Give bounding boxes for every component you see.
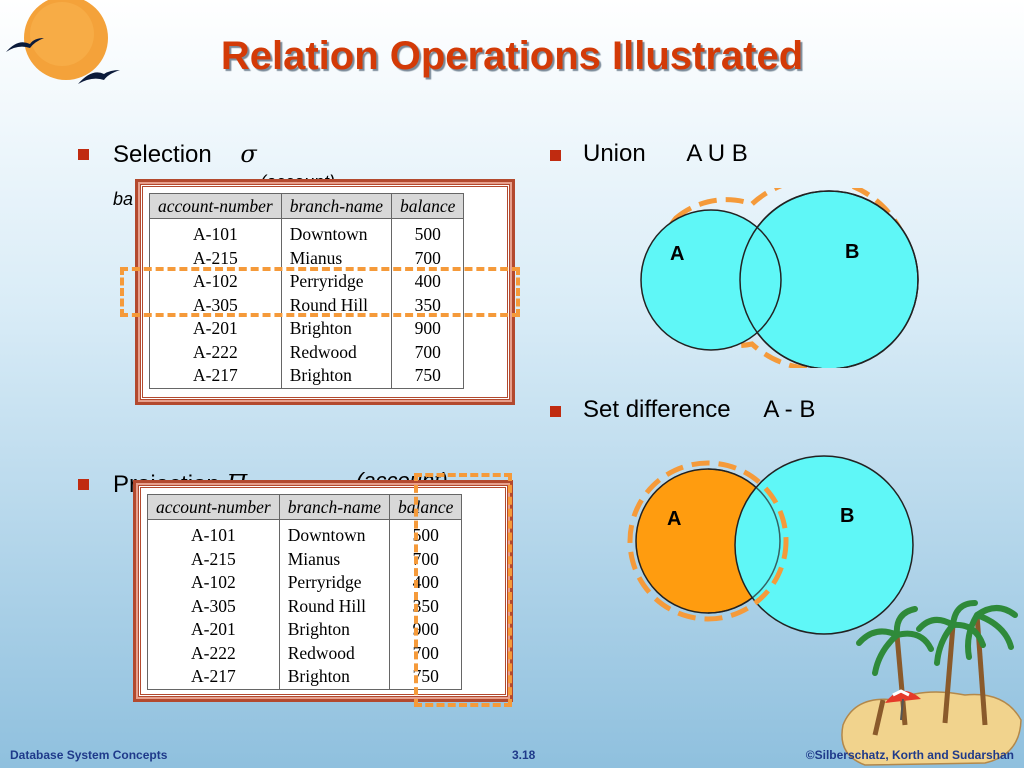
union-expr: A U B [686,140,748,167]
union-diagram [640,188,919,368]
table-cell: 500 [391,218,465,247]
selection-highlight [120,267,520,317]
selection-subscript: ba [113,189,134,209]
table-cell: 750 [389,665,463,690]
difference-label: Set difference [583,396,731,423]
table-cell: A-222 [147,641,280,665]
table-cell: A-201 [147,618,280,642]
palm-island-icon [841,600,1022,766]
table-cell: A-217 [147,665,280,690]
table-cell: 350 [391,293,465,317]
table-cell: Mianus [279,547,391,571]
table-cell: Round Hill [281,293,393,317]
difference-circle-b [734,455,914,635]
table-cell: Perryridge [281,270,393,294]
difference-label-a: A [667,508,682,530]
union-line: Union A U B [583,140,748,168]
bullet-icon [550,406,561,417]
union-circle-a [640,209,782,351]
table-cell: Downtown [279,519,391,548]
table-cell: A-201 [149,317,282,341]
footer-left: Database System Concepts [10,748,168,762]
difference-line: Set difference A - B [583,396,815,424]
table-cell: Brighton [279,618,391,642]
table-cell: 500 [389,519,463,548]
table-cell: 350 [389,594,463,618]
difference-expr: A - B [763,396,816,423]
table-cell: A-101 [147,519,280,548]
table-cell: 700 [391,246,465,270]
bird-icon [6,38,44,52]
difference-diagram [627,455,914,635]
table-cell: 700 [391,340,465,364]
union-label-a: A [670,243,685,265]
column-header: balance [391,193,465,219]
column-header: account-number [149,193,282,219]
page-title: Relation Operations Illustrated [220,34,804,78]
projection-highlight [414,473,512,707]
table-cell: A-217 [149,364,282,389]
selection-label: Selection [113,141,212,168]
table-cell: A-222 [149,340,282,364]
logo [0,0,125,100]
table-cell: A-102 [147,571,280,595]
table-cell: A-215 [149,246,282,270]
table-cell: A-101 [149,218,282,247]
table-cell: Redwood [279,641,391,665]
footer-copyright: ©Silberschatz, Korth and Sudarshan [805,748,1014,762]
column-header: branch-name [280,193,393,219]
table-cell: Brighton [279,665,391,690]
table-cell: 900 [391,317,465,341]
table-cell: A-305 [147,594,280,618]
bullet-icon [78,149,89,160]
table-cell: 750 [391,364,465,389]
column-header: account-number [147,494,280,520]
selection-line: Selection σ [113,140,257,169]
bullet-icon [78,479,89,490]
difference-label-b: B [840,505,855,527]
table-cell: Brighton [281,317,393,341]
difference-dashed-outline [627,460,789,622]
table-cell: Perryridge [279,571,391,595]
table-cell: Brighton [281,364,393,389]
table-cell: 400 [389,571,463,595]
table-cell: A-305 [149,293,282,317]
bird-icon-2 [78,70,120,84]
column-header: branch-name [278,494,391,520]
union-label-b: B [845,241,860,263]
union-label: Union [583,140,646,167]
table-cell: A-102 [149,270,282,294]
table-cell: A-215 [147,547,280,571]
table-cell: 700 [389,641,463,665]
table-cell: 400 [391,270,465,294]
table-cell: Mianus [281,246,393,270]
bullet-icon [550,150,561,161]
table-cell: Redwood [281,340,393,364]
table-cell: 900 [389,618,463,642]
table-cell: Round Hill [279,594,391,618]
table-cell: 700 [389,547,463,571]
sigma-symbol: σ [240,140,257,168]
footer-page-number: 3.18 [512,748,536,762]
column-header: balance [389,494,463,520]
table-cell: Downtown [281,218,393,247]
